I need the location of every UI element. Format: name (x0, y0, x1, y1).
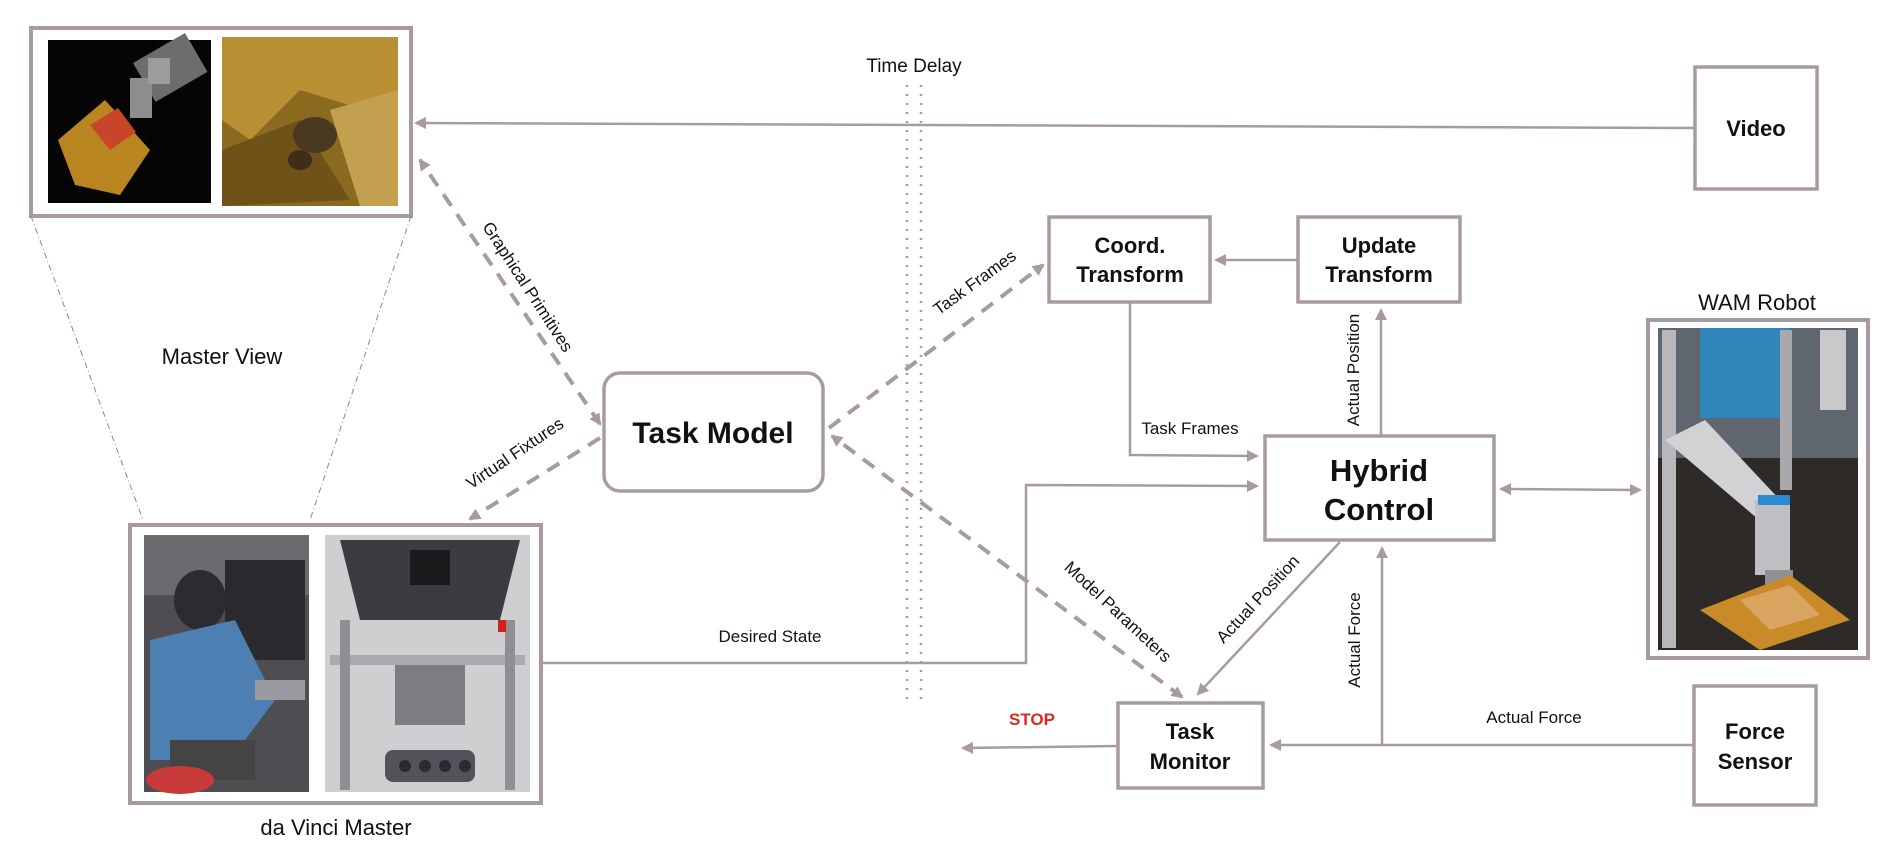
da-vinci-photo-operator (144, 535, 309, 794)
force-sensor-box[interactable] (1692, 684, 1818, 807)
da-vinci-master-label: da Vinci Master (260, 815, 411, 840)
stop-label: STOP (1009, 710, 1055, 729)
task-frames-upper-arrow (827, 263, 1045, 430)
actual-position-vertical-label: Actual Position (1344, 314, 1363, 426)
force-sensor-line1: Force (1725, 719, 1785, 744)
wam-robot-label: WAM Robot (1698, 290, 1816, 315)
task-model-box[interactable] (602, 371, 825, 493)
task-frames-lower-label: Task Frames (1141, 419, 1238, 438)
coord-transform-line2: Transform (1076, 262, 1184, 287)
virtual-fixtures-label: Virtual Fixtures (463, 414, 567, 493)
desired-state-label: Desired State (719, 627, 822, 646)
view-funnel-left (30, 215, 144, 521)
time-delay-label: Time Delay (866, 56, 962, 77)
video-box-label: Video (1726, 116, 1786, 141)
video-box[interactable] (1693, 65, 1819, 191)
update-transform-line2: Transform (1325, 262, 1433, 287)
task-model-label: Task Model (632, 417, 793, 450)
monitor-stop-arrow (961, 741, 1119, 754)
update-transform-box[interactable] (1296, 215, 1462, 304)
update-transform-line1: Update (1342, 233, 1417, 258)
task-monitor-line1: Task (1166, 719, 1215, 744)
actual-force-horizontal-label: Actual Force (1486, 708, 1581, 727)
master-view-label: Master View (162, 344, 283, 369)
actual-position-diagonal-label: Actual Position (1213, 552, 1304, 647)
master-view-sim-image (48, 32, 211, 203)
coord-transform-box[interactable] (1047, 215, 1212, 304)
hybrid-to-monitor-arrow (1196, 541, 1341, 696)
coord-transform-line1: Coord. (1095, 233, 1166, 258)
graphical-primitives-label: Graphical Primitives (478, 218, 576, 355)
task-monitor-line2: Monitor (1150, 749, 1231, 774)
master-view-camera-image (222, 37, 398, 206)
hybrid-control-line2: Control (1324, 492, 1434, 527)
wam-robot-photo (1658, 328, 1858, 650)
view-funnel-right (309, 215, 412, 521)
force-sensor-line2: Sensor (1718, 749, 1793, 774)
model-parameters-arrow (830, 434, 1184, 699)
task-monitor-box[interactable] (1116, 701, 1265, 790)
graphical-primitives-arrow (418, 158, 602, 426)
task-frames-upper-label: Task Frames (930, 246, 1020, 319)
hybrid-control-box[interactable] (1263, 434, 1496, 542)
virtual-fixtures-arrow (468, 436, 602, 521)
hybrid-control-line1: Hybrid (1330, 453, 1428, 488)
video-to-master-view-arrow (414, 117, 1696, 130)
da-vinci-photo-console (325, 535, 530, 792)
hybrid-robot-arrow (1499, 483, 1642, 496)
actual-force-vertical-label: Actual Force (1345, 592, 1364, 687)
